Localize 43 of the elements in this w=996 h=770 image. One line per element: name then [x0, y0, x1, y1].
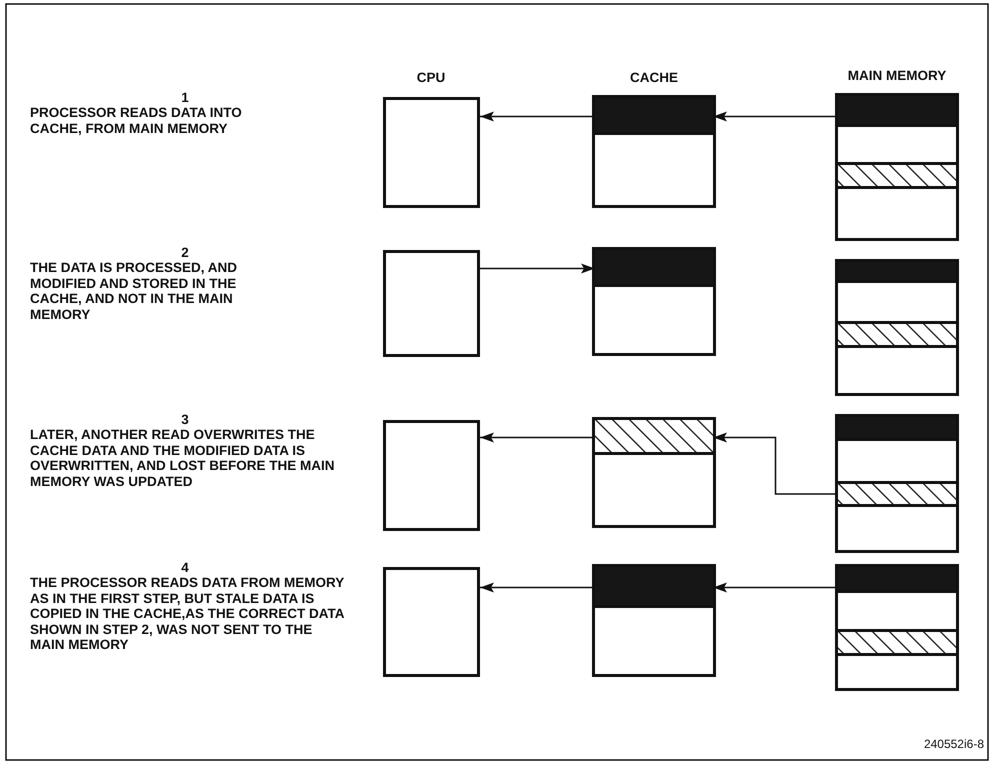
- arrow: [480, 432, 595, 442]
- column-heading: CPU: [416, 70, 446, 86]
- hatched-data-block: [838, 162, 956, 189]
- cache-box: [592, 564, 716, 677]
- hatched-data-block: [838, 321, 956, 348]
- step-number: 4: [180, 560, 190, 576]
- arrow: [480, 264, 595, 274]
- step-description: THE DATA IS PROCESSED, AND MODIFIED AND STORED IN THE CACHE, AND NOT IN THE MAIN MEMORY: [30, 260, 238, 322]
- cpu-box: [383, 567, 480, 677]
- arrow: [480, 112, 595, 122]
- data-block: [595, 250, 713, 287]
- column-heading: MAIN MEMORY: [846, 68, 948, 84]
- step-number: 1: [180, 90, 190, 106]
- main-memory-box: [835, 93, 959, 241]
- data-block: [838, 567, 956, 593]
- main-memory-box: [835, 259, 959, 396]
- hatched-data-block: [838, 629, 956, 656]
- cpu-box: [383, 420, 480, 531]
- cpu-box: [383, 250, 480, 357]
- data-block: [838, 262, 956, 283]
- step-description: THE PROCESSOR READS DATA FROM MEMORY AS IN THE FIRST STEP, BUT STALE DATA IS COPIED IN THE CACHE,AS THE CORRECT DATA SHOWN IN STEP 2, WAS NOT SENT TO THE MAIN MEMORY: [30, 575, 346, 652]
- hatched-data-block: [595, 420, 713, 455]
- main-memory-box: [835, 414, 959, 553]
- figure-id: 240552i6-8: [922, 737, 984, 752]
- hatched-data-block: [838, 481, 956, 507]
- step-description: PROCESSOR READS DATA INTO CACHE, FROM MAIN MEMORY: [30, 105, 243, 136]
- cache-box: [592, 247, 716, 356]
- cpu-box: [383, 97, 480, 208]
- step-number: 2: [180, 245, 190, 260]
- data-block: [595, 567, 713, 608]
- cache-box: [592, 95, 716, 208]
- step-description: LATER, ANOTHER READ OVERWRITES THE CACHE DATA AND THE MODIFIED DATA IS OVERWRITTEN, AND LOST BEFORE THE MAIN MEMORY WAS UPDATED: [30, 427, 336, 489]
- data-block: [838, 96, 956, 127]
- cache-box: [592, 417, 716, 528]
- data-block: [838, 417, 956, 441]
- data-block: [595, 98, 713, 135]
- arrow: [480, 582, 595, 592]
- main-memory-box: [835, 564, 959, 691]
- arrow: [713, 582, 838, 592]
- arrow: [713, 112, 838, 122]
- column-heading: CACHE: [628, 70, 679, 86]
- step-number: 3: [180, 412, 190, 428]
- arrow: [713, 432, 838, 495]
